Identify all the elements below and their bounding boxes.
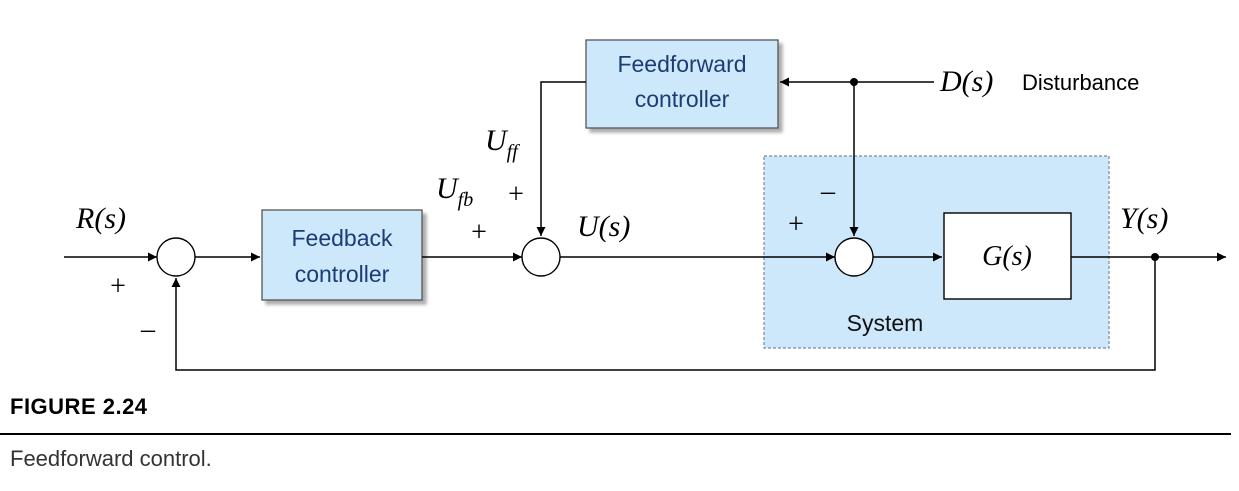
feedforward-controller-block <box>585 39 779 129</box>
uff-label: Uff <box>485 124 520 163</box>
control-label: U(s) <box>577 210 630 243</box>
ufb-plus-sign: + <box>471 217 487 248</box>
feedback-path <box>171 257 1156 371</box>
output-label: Y(s) <box>1120 202 1168 235</box>
output-branch-point <box>1151 253 1159 261</box>
reference-label: R(s) <box>75 202 126 235</box>
figure-number: FIGURE 2.24 <box>10 394 148 419</box>
figure-caption: Feedforward control. <box>10 446 212 471</box>
uff-path <box>536 81 586 236</box>
plant-block <box>943 212 1072 300</box>
feedback-controller-block <box>261 209 423 301</box>
reference-plus-sign: + <box>110 271 126 302</box>
system-plus-sign: + <box>788 209 804 240</box>
uff-plus-sign: + <box>508 179 524 210</box>
feedback-label-line2: controller <box>295 261 390 287</box>
ufb-label: Ufb <box>436 172 473 211</box>
block-diagram: Feedforward controller Feedback controll… <box>64 39 1226 371</box>
feedback-minus-sign: – <box>140 314 156 345</box>
feedforward-label-line1: Feedforward <box>617 51 746 77</box>
summing-junction-feedback <box>156 237 196 277</box>
disturbance-minus-sign: – <box>820 176 836 207</box>
feedback-label-line1: Feedback <box>291 225 393 251</box>
system-label: System <box>847 310 924 336</box>
feedforward-label-line2: controller <box>635 86 730 112</box>
disturbance-label: D(s) <box>939 65 993 98</box>
summing-junction-control <box>521 237 561 277</box>
plant-label: G(s) <box>982 241 1032 272</box>
disturbance-branch-point <box>850 78 858 86</box>
figure-rule <box>0 433 1231 435</box>
disturbance-word: Disturbance <box>1022 70 1139 95</box>
summing-junction-disturbance <box>834 237 874 277</box>
